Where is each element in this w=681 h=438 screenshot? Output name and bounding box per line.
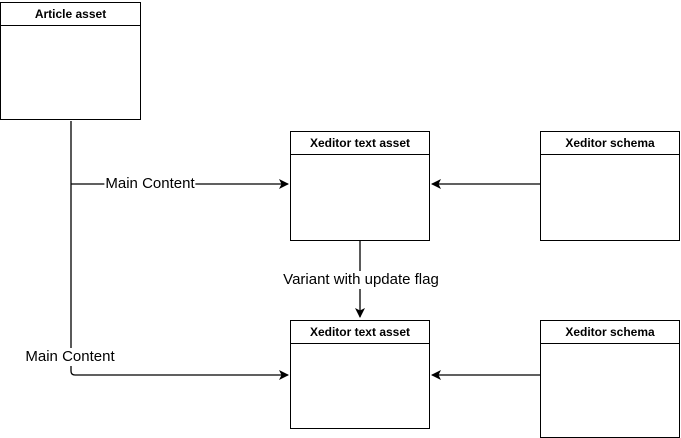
edge-label-main-content-bottom: Main Content — [24, 348, 116, 366]
node-xeditor-text-asset-top: Xeditor text asset — [290, 131, 430, 241]
node-xeditor-text-asset-bottom: Xeditor text asset — [290, 320, 430, 429]
node-title: Xeditor schema — [541, 321, 679, 344]
node-title: Article asset — [1, 3, 140, 26]
node-title: Xeditor schema — [541, 132, 679, 155]
node-title: Xeditor text asset — [291, 132, 429, 155]
edge-label-main-content-top: Main Content — [104, 175, 196, 193]
node-article-asset: Article asset — [0, 2, 141, 120]
edge-label-variant-update-flag: Variant with update flag — [282, 271, 440, 289]
node-xeditor-schema-top: Xeditor schema — [540, 131, 680, 241]
node-title: Xeditor text asset — [291, 321, 429, 344]
edge-main-content-bottom-line — [70, 121, 289, 380]
node-xeditor-schema-bottom: Xeditor schema — [540, 320, 680, 438]
